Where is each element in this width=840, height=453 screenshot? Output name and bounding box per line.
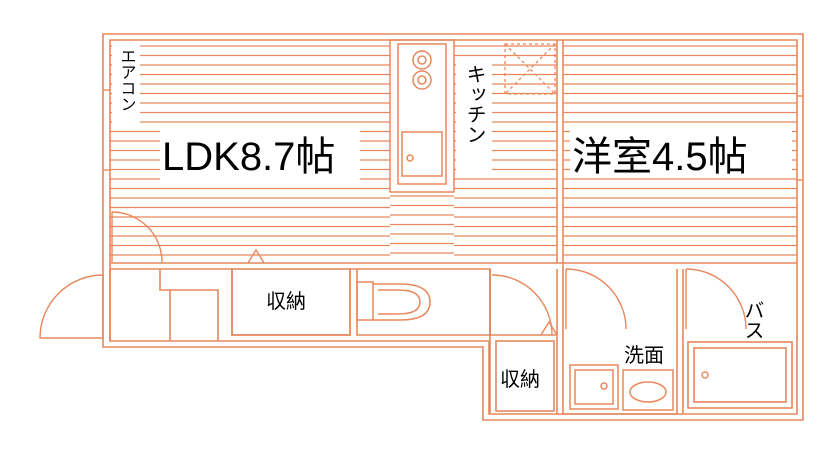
kitchen-label: キッチン	[463, 64, 485, 144]
kitchen-counter	[389, 39, 455, 193]
ldk-label: LDK8.7帖	[162, 135, 335, 179]
doors	[39, 211, 747, 339]
aircon-label: エアコン	[118, 48, 136, 112]
storage-lower-label: 収納	[500, 368, 540, 391]
aircon-label-bg	[112, 45, 140, 129]
washroom-label: 洗面	[624, 344, 664, 367]
window-marks	[103, 89, 803, 181]
washbasin	[569, 364, 674, 411]
ldk-western-partition	[556, 40, 564, 263]
western-room-label: 洋室4.5帖	[572, 135, 748, 179]
service-block-walls	[109, 262, 797, 415]
kitchen-label-bg	[456, 62, 492, 172]
bath-drain	[701, 371, 709, 379]
step-markers	[247, 248, 558, 336]
western-room-label-bg	[570, 126, 792, 178]
refrigerator-space	[504, 43, 556, 95]
toilet-fixture	[356, 281, 431, 321]
storage-main-label: 収納	[266, 290, 306, 313]
ldk-label-bg	[160, 128, 360, 180]
bath-label: バス	[741, 300, 763, 340]
